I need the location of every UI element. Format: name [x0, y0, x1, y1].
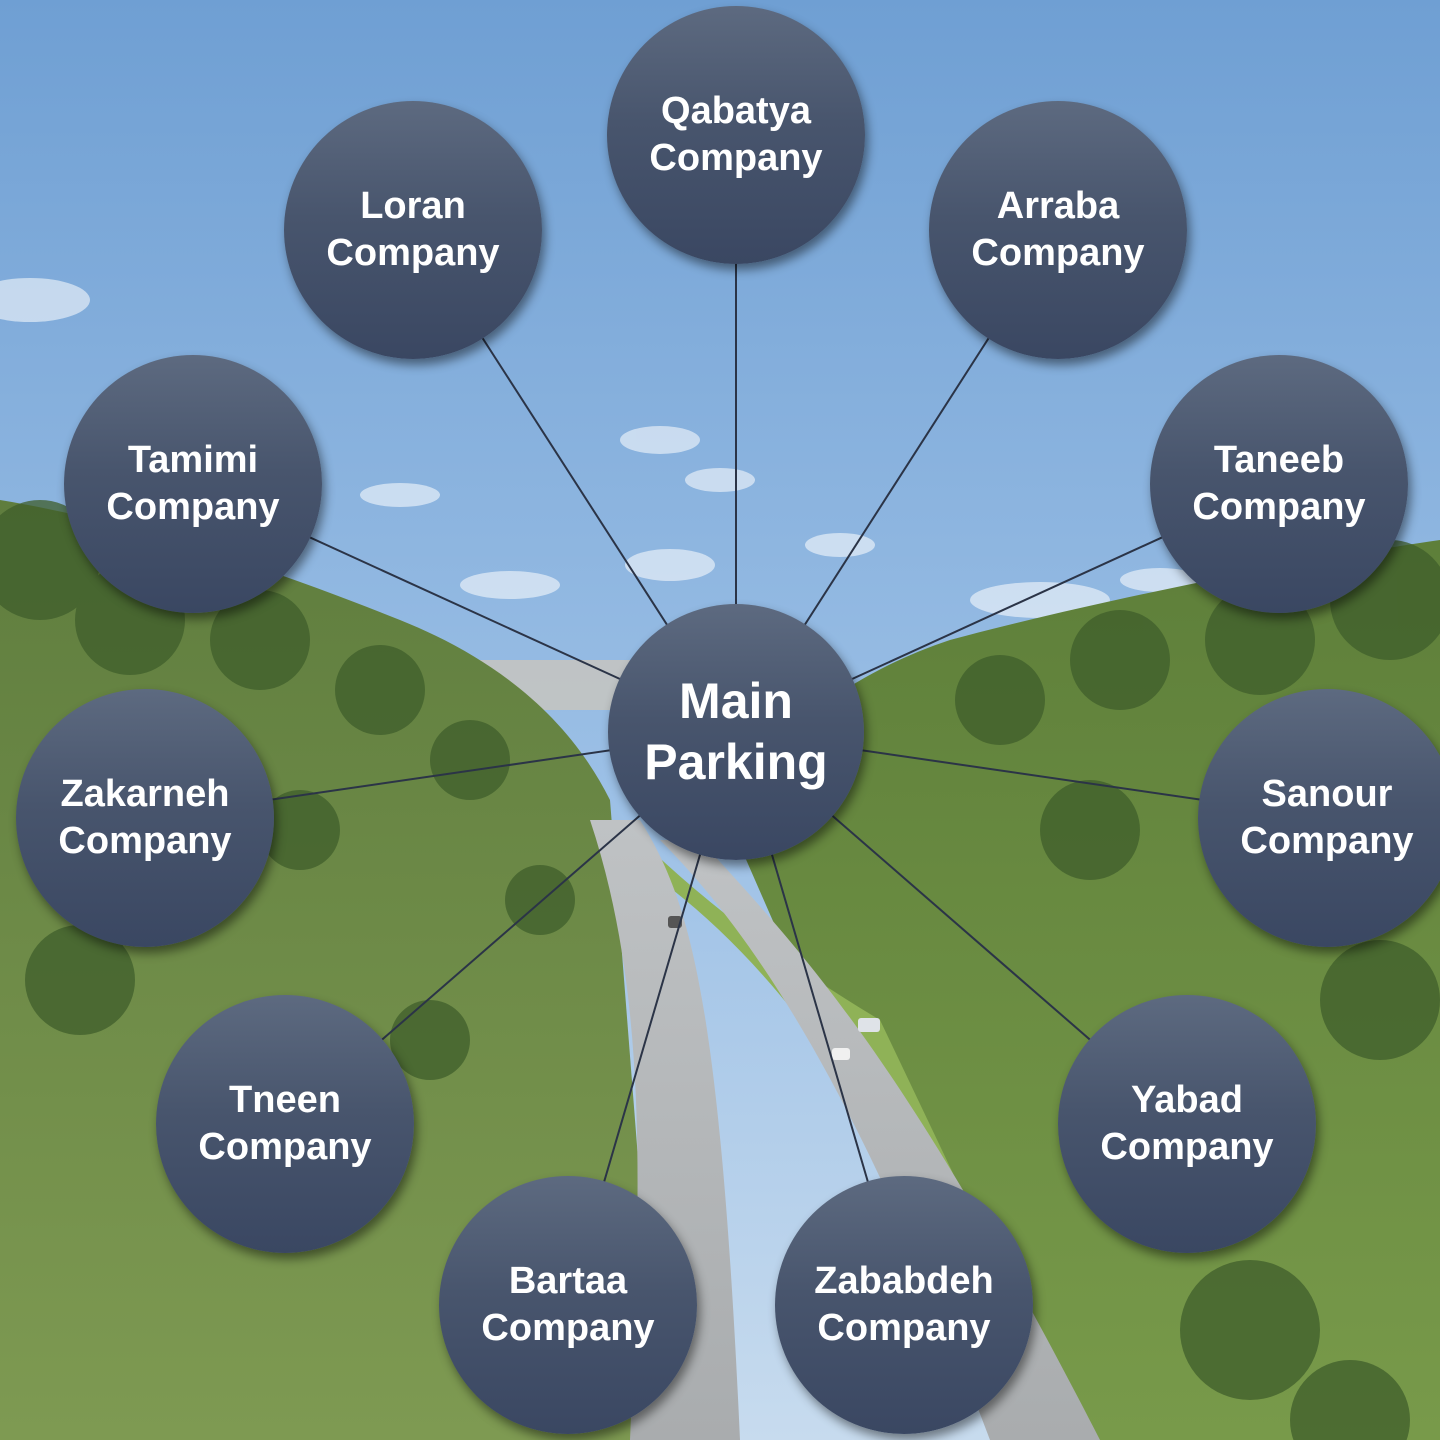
node-loran-company: Loran Company — [284, 101, 542, 359]
node-label-line1: Sanour — [1261, 773, 1393, 815]
hub-label-line1: Main — [679, 673, 793, 729]
node-label-line1: Taneeb — [1213, 439, 1345, 481]
node-label-line2: Company — [649, 137, 823, 179]
node-zababdeh-company: Zababdeh Company — [775, 1176, 1033, 1434]
node-tneen-company: Tneen Company — [156, 995, 414, 1253]
node-label-line2: Company — [106, 486, 280, 528]
node-taneeb-company: Taneeb Company — [1150, 355, 1408, 613]
node-label-line2: Company — [1240, 820, 1414, 862]
node-label-line1: Arraba — [996, 185, 1120, 227]
node-qabatya-company: Qabatya Company — [607, 6, 865, 264]
node-label-line1: Zakarneh — [60, 773, 230, 815]
node-label-line1: Yabad — [1131, 1079, 1243, 1121]
node-yabad-company: Yabad Company — [1058, 995, 1316, 1253]
hub-label-line2: Parking — [644, 734, 828, 790]
node-label-line1: Loran — [360, 185, 466, 227]
node-label-line2: Company — [971, 232, 1145, 274]
node-zakarneh-company: Zakarneh Company — [16, 689, 274, 947]
node-label-line2: Company — [198, 1126, 372, 1168]
node-label-line1: Qabatya — [661, 90, 811, 132]
node-arraba-company: Arraba Company — [929, 101, 1187, 359]
node-label-line1: Tamimi — [127, 439, 259, 481]
node-tamimi-company: Tamimi Company — [64, 355, 322, 613]
node-main-parking: Main Parking — [608, 604, 864, 860]
node-label-line2: Company — [481, 1307, 655, 1349]
node-label-line2: Company — [326, 232, 500, 274]
node-label-line1: Tneen — [229, 1079, 341, 1121]
node-label-line1: Bartaa — [508, 1260, 628, 1302]
node-label-line1: Zababdeh — [814, 1260, 994, 1302]
node-label-line2: Company — [817, 1307, 991, 1349]
node-label-line2: Company — [1192, 486, 1366, 528]
node-bartaa-company: Bartaa Company — [439, 1176, 697, 1434]
node-label-line2: Company — [58, 820, 232, 862]
node-sanour-company: Sanour Company — [1198, 689, 1440, 947]
node-label-line2: Company — [1100, 1126, 1274, 1168]
